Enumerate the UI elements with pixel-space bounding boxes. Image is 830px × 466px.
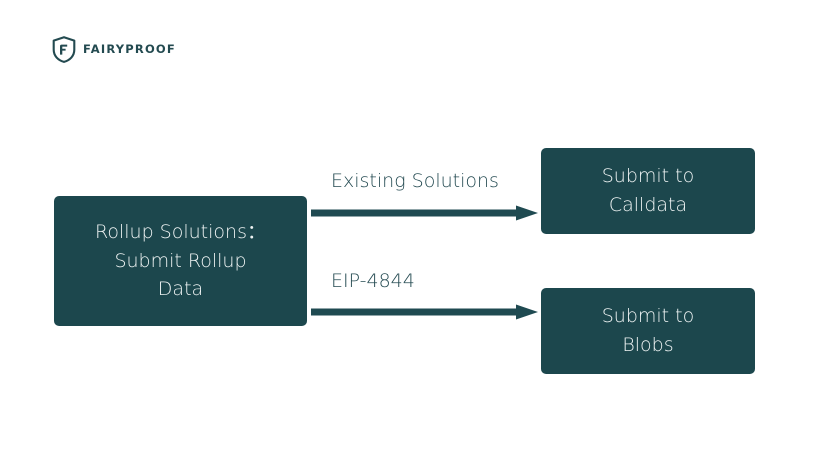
edge-label-existing-solutions: Existing Solutions: [331, 170, 499, 192]
arrow-right-icon-existing-solutions: [311, 202, 538, 224]
node-submit-to-calldata[interactable]: Submit to Calldata: [541, 148, 755, 234]
node-rollup-solutions-label: Rollup Solutions： Submit Rollup Data: [95, 220, 266, 301]
brand-name: FAIRYPROOF: [83, 41, 176, 56]
edge-label-eip-4844: EIP-4844: [331, 270, 415, 292]
arrow-right-icon-eip-4844: [311, 301, 538, 323]
node-submit-to-blobs-label: Submit to Blobs: [601, 305, 695, 356]
node-submit-to-calldata-label: Submit to Calldata: [601, 165, 695, 216]
brand-logo: FAIRYPROOF: [52, 36, 176, 63]
node-submit-to-blobs[interactable]: Submit to Blobs: [541, 288, 755, 374]
fairyproof-shield-f-icon: [52, 36, 76, 63]
node-rollup-solutions[interactable]: Rollup Solutions： Submit Rollup Data: [54, 196, 307, 326]
